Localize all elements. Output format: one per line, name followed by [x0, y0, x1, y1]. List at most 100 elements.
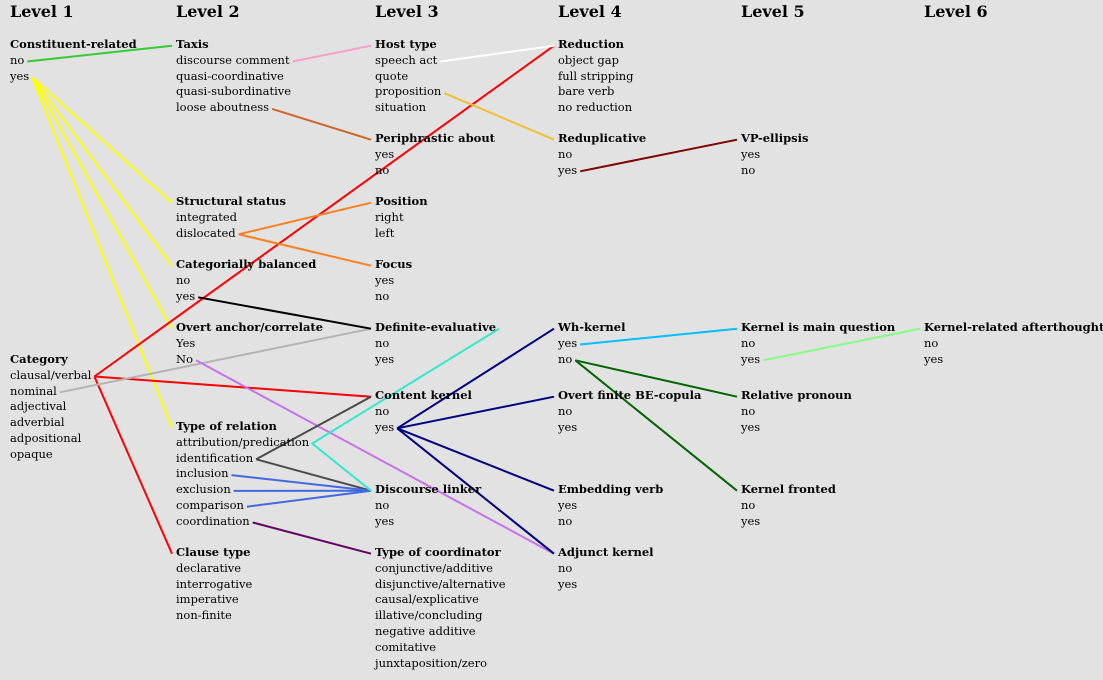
taxis-option: quasi-coordinative: [176, 68, 284, 83]
mainq-title: Kernel is main question: [741, 320, 896, 334]
embedding-option: no: [558, 513, 573, 528]
reduction-option: object gap: [558, 52, 619, 67]
definite-option: no: [375, 335, 390, 350]
connector-line-14: [195, 359, 555, 555]
mainq-option: no: [741, 335, 756, 350]
content-option: no: [375, 403, 390, 418]
connector-line-2: [31, 76, 173, 267]
host-option: speech act: [375, 52, 438, 67]
taxis-option: discourse comment: [176, 52, 290, 67]
connector-line-26: [396, 427, 555, 492]
connector-line-22: [443, 92, 555, 141]
fronted-option: no: [741, 497, 756, 512]
clausetype-option: non-finite: [176, 608, 232, 623]
relation-option: coordination: [176, 513, 250, 528]
afterthought-option: yes: [924, 351, 944, 366]
finite-option: yes: [558, 419, 578, 434]
level-1-header: Level 1: [10, 2, 74, 21]
connector-line-28: [580, 138, 738, 173]
position-option: right: [375, 209, 404, 224]
coordinator-option: comitative: [375, 639, 437, 654]
relation-option: comparison: [176, 497, 244, 512]
coordinator-option: causal/explicative: [375, 592, 479, 607]
category-option: adjectival: [10, 399, 67, 414]
focus-title: Focus: [375, 257, 413, 271]
connector-line-10: [271, 107, 372, 141]
host-title: Host type: [375, 37, 437, 51]
adjunct-option: no: [558, 560, 573, 575]
focus-option: yes: [375, 272, 395, 287]
connector-line-27: [396, 427, 555, 555]
coordinator-title: Type of coordinator: [375, 545, 501, 559]
mainq-option: yes: [741, 351, 761, 366]
position-option: left: [375, 225, 395, 240]
host-option: quote: [375, 68, 409, 83]
embedding-title: Embedding verb: [558, 482, 664, 496]
taxis-option: quasi-subordinative: [176, 84, 292, 99]
connector-line-23: [310, 327, 500, 492]
structural-option: dislocated: [176, 225, 236, 240]
coordinator-option: disjunctive/alternative: [375, 576, 506, 591]
coordinator-option: conjunctive/additive: [375, 560, 493, 575]
relation-option: inclusion: [176, 466, 229, 481]
adjunct-title: Adjunct kernel: [558, 545, 654, 559]
connector-line-3: [31, 76, 173, 330]
relpron-option: yes: [741, 419, 761, 434]
relation-option: attribution/predication: [176, 434, 310, 449]
reduplicative-title: Reduplicative: [558, 131, 647, 145]
connector-line-12: [238, 233, 372, 267]
linker-option: no: [375, 497, 390, 512]
whkernel-title: Wh-kernel: [558, 320, 626, 334]
relpron-option: no: [741, 403, 756, 418]
relation-option: exclusion: [176, 482, 231, 497]
clausetype-option: imperative: [176, 592, 239, 607]
connector-line-17: [231, 474, 372, 492]
level-3-header: Level 3: [375, 2, 439, 21]
periphrastic-option: yes: [375, 146, 395, 161]
structural-option: integrated: [176, 209, 238, 224]
connector-line-0: [27, 44, 173, 63]
category-option: clausal/verbal: [10, 367, 92, 382]
connector-line-13: [198, 296, 372, 330]
connector-line-21: [440, 44, 555, 63]
category-option: adverbial: [10, 415, 65, 430]
anchor-title: Overt anchor/correlate: [176, 320, 324, 334]
category-title: Category: [10, 352, 68, 366]
connector-line-24: [396, 327, 555, 430]
focus-option: no: [375, 288, 390, 303]
level-4-header: Level 4: [558, 2, 622, 21]
level-2-header: Level 2: [176, 2, 240, 21]
anchor-option: Yes: [176, 335, 196, 350]
relpron-title: Relative pronoun: [741, 388, 852, 402]
host-option: proposition: [375, 84, 442, 99]
connector-line-11: [238, 201, 372, 236]
fronted-option: yes: [741, 513, 761, 528]
finite-title: Overt finite BE-copula: [558, 388, 702, 402]
connector-line-6: [94, 375, 372, 398]
connector-line-4: [31, 76, 173, 429]
connector-line-5: [93, 44, 555, 378]
whkernel-option: no: [558, 351, 573, 366]
connector-line-19: [246, 489, 372, 508]
balanced-option: yes: [176, 288, 196, 303]
clausetype-title: Clause type: [176, 545, 251, 559]
coordinator-option: junxtaposition/zero: [375, 655, 487, 670]
taxis-title: Taxis: [176, 37, 209, 51]
balanced-option: no: [176, 272, 191, 287]
position-title: Position: [375, 194, 428, 208]
connector-line-15: [255, 395, 372, 461]
